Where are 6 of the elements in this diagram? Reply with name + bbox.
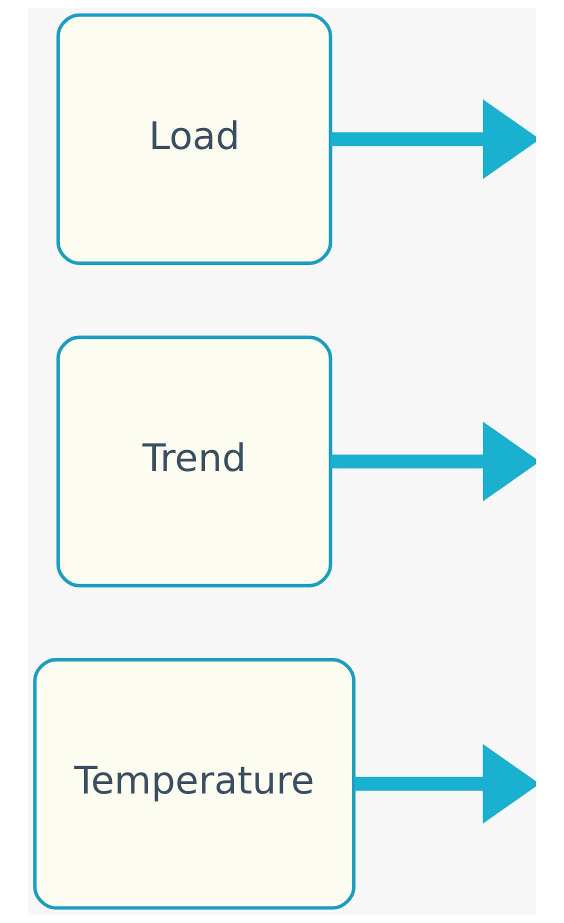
arrow bbox=[330, 422, 536, 502]
arrow bbox=[330, 99, 536, 179]
node-box: Temperature bbox=[33, 658, 356, 910]
arrow bbox=[354, 744, 536, 824]
node-box: Trend bbox=[56, 336, 332, 588]
node-box: Load bbox=[56, 13, 332, 265]
